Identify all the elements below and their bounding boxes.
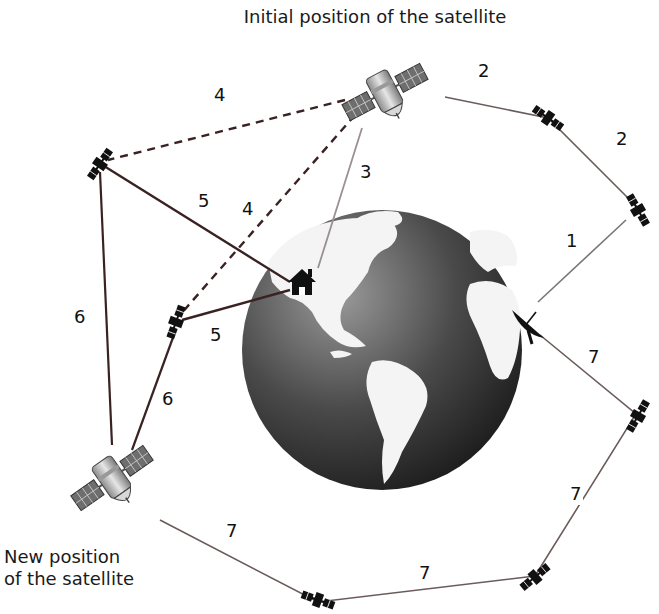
link-2 — [445, 97, 640, 210]
link-4 — [180, 115, 355, 315]
callout-number: 3 — [358, 161, 373, 183]
callout-number: 5 — [208, 324, 223, 346]
relay-satellite — [530, 103, 566, 134]
ground-station-dish — [512, 310, 544, 344]
satellite-position: Initial position of the satellite — [205, 6, 545, 28]
relay-satellite — [623, 398, 652, 434]
callout-number: 7 — [568, 483, 583, 505]
callout-number: 7 — [586, 346, 601, 368]
earth-globe — [242, 210, 522, 490]
relay-satellite — [623, 192, 652, 228]
callout-number: 4 — [240, 198, 255, 220]
callout-number: 2 — [476, 60, 491, 82]
callout-number: 6 — [160, 388, 175, 410]
link-5 — [104, 166, 290, 282]
position-caption: New position of the satellite — [4, 546, 140, 590]
satellite-initial — [337, 54, 438, 139]
relay-satellite — [517, 561, 552, 594]
link-1 — [538, 220, 626, 302]
relay-satellite — [85, 146, 116, 182]
relay-satellite — [164, 304, 189, 341]
link-4 — [108, 100, 345, 160]
callout-number: 7 — [417, 562, 432, 584]
relay-satellite — [300, 588, 337, 613]
callout-number: 6 — [72, 306, 87, 328]
callout-number: 4 — [212, 84, 227, 106]
link-6 — [132, 332, 175, 450]
callout-number: 7 — [224, 520, 239, 542]
link-lines — [100, 97, 640, 602]
link-7 — [160, 335, 636, 602]
link-6 — [100, 172, 112, 445]
callout-number: 1 — [564, 230, 579, 252]
callout-number: 5 — [196, 190, 211, 212]
house-icon — [288, 269, 316, 295]
callout-number: 2 — [614, 128, 629, 150]
link-5 — [182, 290, 290, 320]
satellite-new — [64, 436, 165, 527]
satellite-position: New position of the satellite — [4, 546, 140, 590]
position-caption: Initial position of the satellite — [205, 6, 545, 28]
